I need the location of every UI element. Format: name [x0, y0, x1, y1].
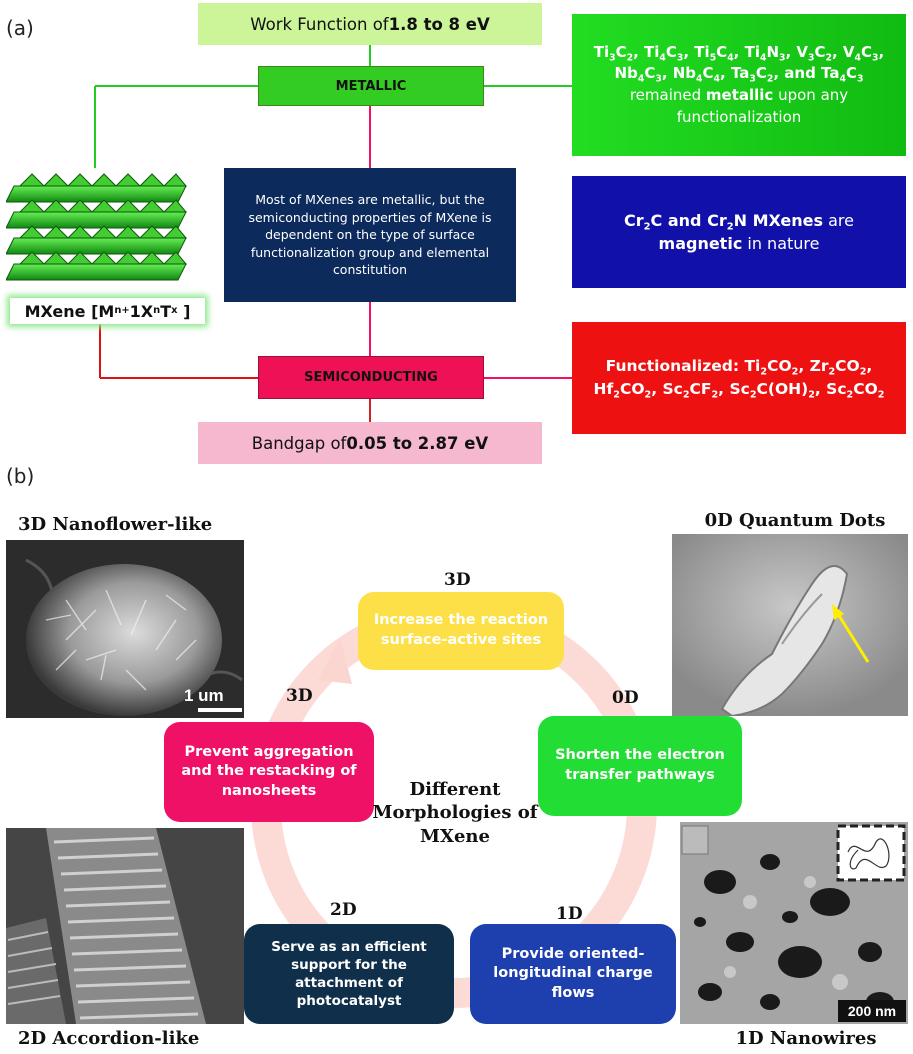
- quantum-dots-sem-image: [672, 534, 908, 716]
- cycle-center-title: Different Morphologies of MXene: [372, 779, 538, 847]
- bandgap-prefix: Bandgap of: [251, 433, 347, 453]
- magnetic-c: N MXenes: [733, 210, 824, 230]
- tag-1d: 1D: [556, 904, 583, 924]
- center-description: Most of MXenes are metallic, but the sem…: [248, 192, 492, 278]
- tag-0d: 0D: [612, 688, 639, 708]
- tag-2d: 2D: [330, 900, 357, 920]
- scale-bar-200nm: 200 nm: [847, 1003, 897, 1019]
- node-0d-electron-transfer-text: Shorten the electron transfer pathways: [555, 747, 725, 783]
- node-2d-support-text: Serve as an efficient support for the at…: [271, 938, 427, 1010]
- magnetic-b: C and Cr: [650, 210, 727, 230]
- functionalized-label: Functionalized:: [605, 356, 740, 375]
- nanowires-sem-image: 200 nm: [680, 822, 908, 1024]
- semiconducting-node: SEMICONDUCTING: [258, 356, 484, 399]
- bandgap-box: Bandgap of 0.05 to 2.87 eV: [198, 422, 542, 464]
- metallic-label: METALLIC: [335, 78, 407, 94]
- work-function-value: 1.8 to 8 eV: [388, 14, 490, 34]
- caption-nanoflower: 3D Nanoflower-like: [18, 514, 213, 535]
- metallic-node: METALLIC: [258, 66, 484, 106]
- mxene-name: MXene: [24, 301, 86, 321]
- scale-bar-1um: 1 um: [184, 686, 224, 705]
- node-0d-electron-transfer: Shorten the electron transfer pathways: [538, 716, 742, 816]
- magnetic-f: in nature: [742, 234, 820, 253]
- tag-3d-left: 3D: [286, 686, 313, 706]
- magnetic-e: magnetic: [658, 234, 743, 253]
- accordion-sem-image: [6, 828, 244, 1024]
- node-3d-prevent-aggregation-text: Prevent aggregation and the restacking o…: [181, 743, 357, 799]
- caption-nanowires: 1D Nanowires: [735, 1028, 877, 1049]
- semiconducting-label: SEMICONDUCTING: [304, 370, 438, 385]
- panel-b-label: (b): [6, 464, 35, 488]
- node-3d-surface-sites: Increase the reaction surface-active sit…: [358, 592, 564, 670]
- node-1d-charge-flow: Provide oriented-longitudinal charge flo…: [470, 924, 676, 1024]
- panel-a-label: (a): [6, 16, 34, 40]
- panel-a-connectors: [94, 45, 572, 422]
- metallic-list-end: upon any functionalization: [676, 86, 849, 126]
- nanoflower-sem-image: 1 um: [6, 540, 244, 718]
- node-3d-prevent-aggregation: Prevent aggregation and the restacking o…: [164, 722, 374, 822]
- tag-3d-top: 3D: [444, 570, 471, 590]
- metallic-word: metallic: [705, 86, 774, 104]
- magnetic-mxenes-box: Cr2C and Cr2N MXenes are magnetic in nat…: [572, 176, 906, 288]
- work-function-prefix: Work Function of: [250, 14, 389, 34]
- magnetic-d: are: [823, 210, 854, 230]
- mxene-structure-icon: [6, 173, 188, 281]
- caption-quantum-dots: 0D Quantum Dots: [704, 510, 886, 531]
- bandgap-value: 0.05 to 2.87 eV: [346, 433, 489, 453]
- center-description-box: Most of MXenes are metallic, but the sem…: [224, 168, 516, 302]
- node-3d-surface-sites-text: Increase the reaction surface-active sit…: [373, 612, 549, 648]
- metallic-mxenes-box: Ti3C2, Ti4C3, Ti5C4, Ti4N3, V3C2, V4C3, …: [572, 14, 906, 156]
- magnetic-a: Cr: [624, 210, 644, 230]
- node-1d-charge-flow-text: Provide oriented-longitudinal charge flo…: [493, 945, 653, 1001]
- node-2d-support: Serve as an efficient support for the at…: [244, 924, 454, 1024]
- functionalized-box: Functionalized: Ti2CO2, Zr2CO2,Hf2CO2, S…: [572, 322, 906, 434]
- metallic-list-tail: remained: [629, 86, 706, 104]
- caption-accordion: 2D Accordion-like: [18, 1028, 200, 1049]
- work-function-box: Work Function of 1.8 to 8 eV: [198, 3, 542, 45]
